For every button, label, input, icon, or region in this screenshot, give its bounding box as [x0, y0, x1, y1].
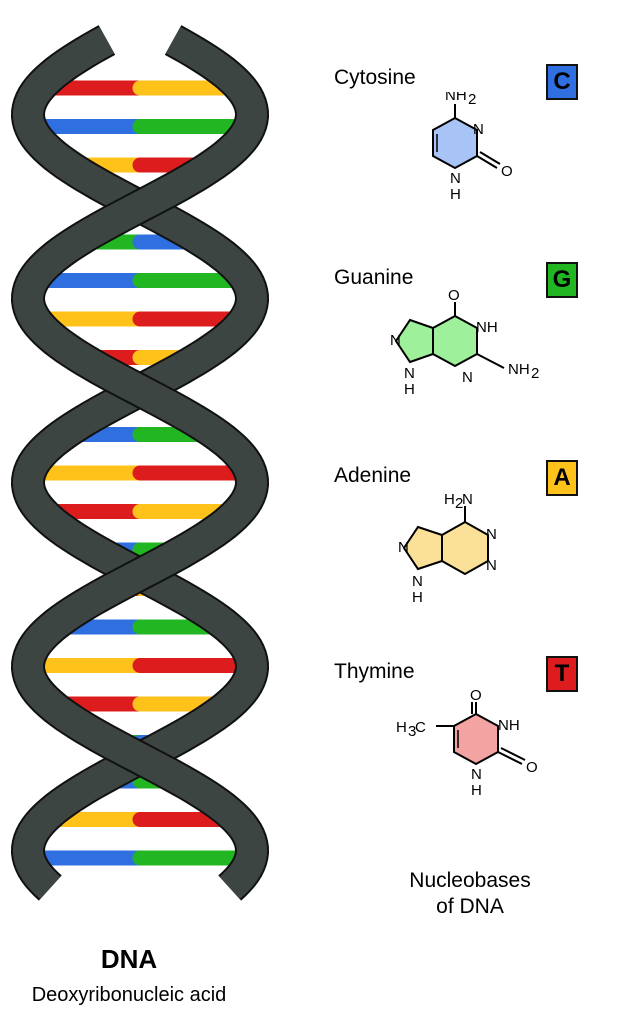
atom-label: N: [398, 539, 409, 556]
atom-label: H: [412, 589, 423, 606]
atom-label: NH: [508, 361, 530, 378]
atom-label: N: [390, 332, 401, 349]
dna-title: DNA: [100, 944, 158, 974]
atom-label: O: [448, 290, 460, 304]
atom-label: N: [404, 365, 415, 382]
caption-line-1: Nucleobases: [409, 869, 531, 892]
atom-subscript: 2: [455, 495, 463, 512]
atom-label: H: [444, 491, 455, 508]
guanine-five-ring: [394, 318, 434, 364]
atom-label: O: [470, 688, 482, 704]
atom-label: N: [473, 121, 484, 138]
atom-label: O: [526, 759, 538, 776]
cytosine-structure: NH 2 N N H O: [432, 92, 513, 203]
adenine-five-ring: [402, 525, 443, 571]
atom-label: N: [462, 369, 473, 386]
badge-adenine: A: [546, 460, 578, 496]
atom-label: NH: [445, 92, 467, 104]
backbone-strand-back: [12, 26, 268, 900]
cytosine-ring: [432, 116, 478, 170]
badge-thymine: T: [546, 656, 578, 692]
guanine-six-ring: [432, 314, 478, 368]
dna-double-helix: [10, 25, 270, 901]
atom-subscript: 2: [468, 92, 476, 108]
atom-subscript: 2: [531, 365, 539, 382]
base-name-thymine: Thymine: [334, 660, 415, 683]
thymine-structure: H 3 C O NH N H O: [396, 688, 538, 799]
badge-cytosine: C: [546, 64, 578, 100]
atom-label: N: [471, 766, 482, 783]
atom-label: H: [404, 381, 415, 398]
atom-label: N: [450, 170, 461, 187]
atom-label: H: [396, 719, 407, 736]
base-name-cytosine: Cytosine: [334, 66, 416, 89]
adenine-six-ring: [441, 520, 489, 576]
atom-label: N: [486, 526, 497, 543]
dna-subtitle: Deoxyribonucleic acid: [31, 984, 227, 1006]
atom-label: N: [462, 491, 473, 508]
backbone-strand-front: [12, 26, 268, 900]
nucleobases-caption: Nucleobases of DNA: [380, 868, 560, 920]
atom-label: C: [415, 719, 426, 736]
base-name-guanine: Guanine: [334, 266, 414, 289]
atom-label: O: [501, 163, 513, 180]
badge-guanine: G: [546, 262, 578, 298]
atom-label: H: [471, 782, 482, 799]
adenine-structure: H 2 N N N N N H: [398, 491, 497, 606]
atom-label: H: [450, 186, 461, 203]
guanine-structure: O NH NH 2 N N H N: [390, 290, 539, 398]
atom-subscript: 3: [408, 723, 416, 740]
atom-label: NH: [498, 717, 520, 734]
atom-label: N: [412, 573, 423, 590]
base-name-adenine: Adenine: [334, 464, 412, 487]
backbone-strands: [10, 25, 270, 901]
atom-label: N: [486, 557, 497, 574]
atom-label: NH: [476, 319, 498, 336]
caption-line-2: of DNA: [436, 895, 504, 918]
thymine-ring: [453, 712, 499, 766]
